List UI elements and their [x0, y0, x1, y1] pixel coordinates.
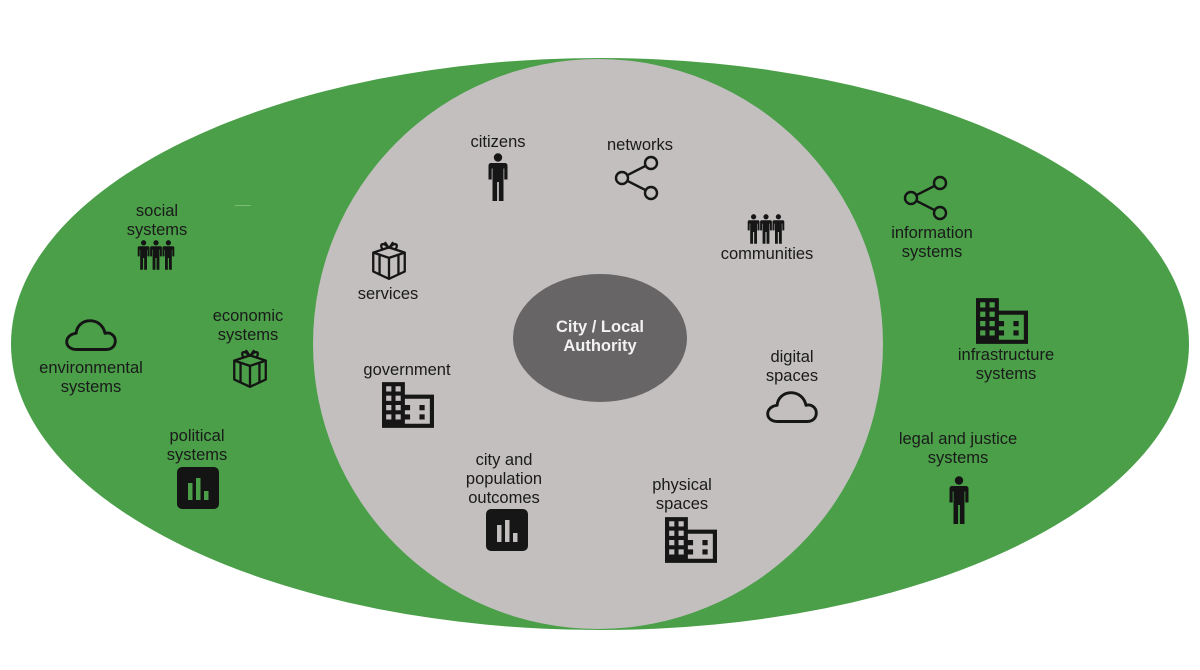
label-digital-spaces: digital spaces: [765, 348, 819, 385]
label-physical-spaces: physical spaces: [652, 476, 712, 513]
label-information-systems: information systems: [891, 224, 973, 261]
label-networks: networks: [606, 136, 674, 154]
political-bar-chart-bars: [188, 478, 209, 500]
label-economic-systems: economic systems: [212, 307, 284, 344]
label-infrastructure-systems: infrastructure systems: [957, 346, 1055, 383]
label-government: government: [363, 361, 451, 379]
center-authority-label: City / Local Authority: [556, 318, 644, 356]
label-citizens: citizens: [470, 133, 526, 151]
label-political-systems: political systems: [166, 427, 228, 464]
label-services: services: [357, 285, 419, 303]
center-authority-ellipse: [513, 274, 687, 402]
outcomes-bar-chart-icon: [486, 509, 528, 551]
label-city-population-outcomes: city and population outcomes: [465, 451, 543, 507]
label-communities: communities: [720, 245, 814, 263]
center-label-line1: City / Local: [555, 318, 645, 336]
label-social-systems: social systems: [126, 202, 188, 239]
label-legal-justice-systems: legal and justice systems: [898, 430, 1018, 467]
label-environmental-systems: environmental systems: [39, 359, 143, 396]
center-label-line2: Authority: [563, 337, 637, 355]
